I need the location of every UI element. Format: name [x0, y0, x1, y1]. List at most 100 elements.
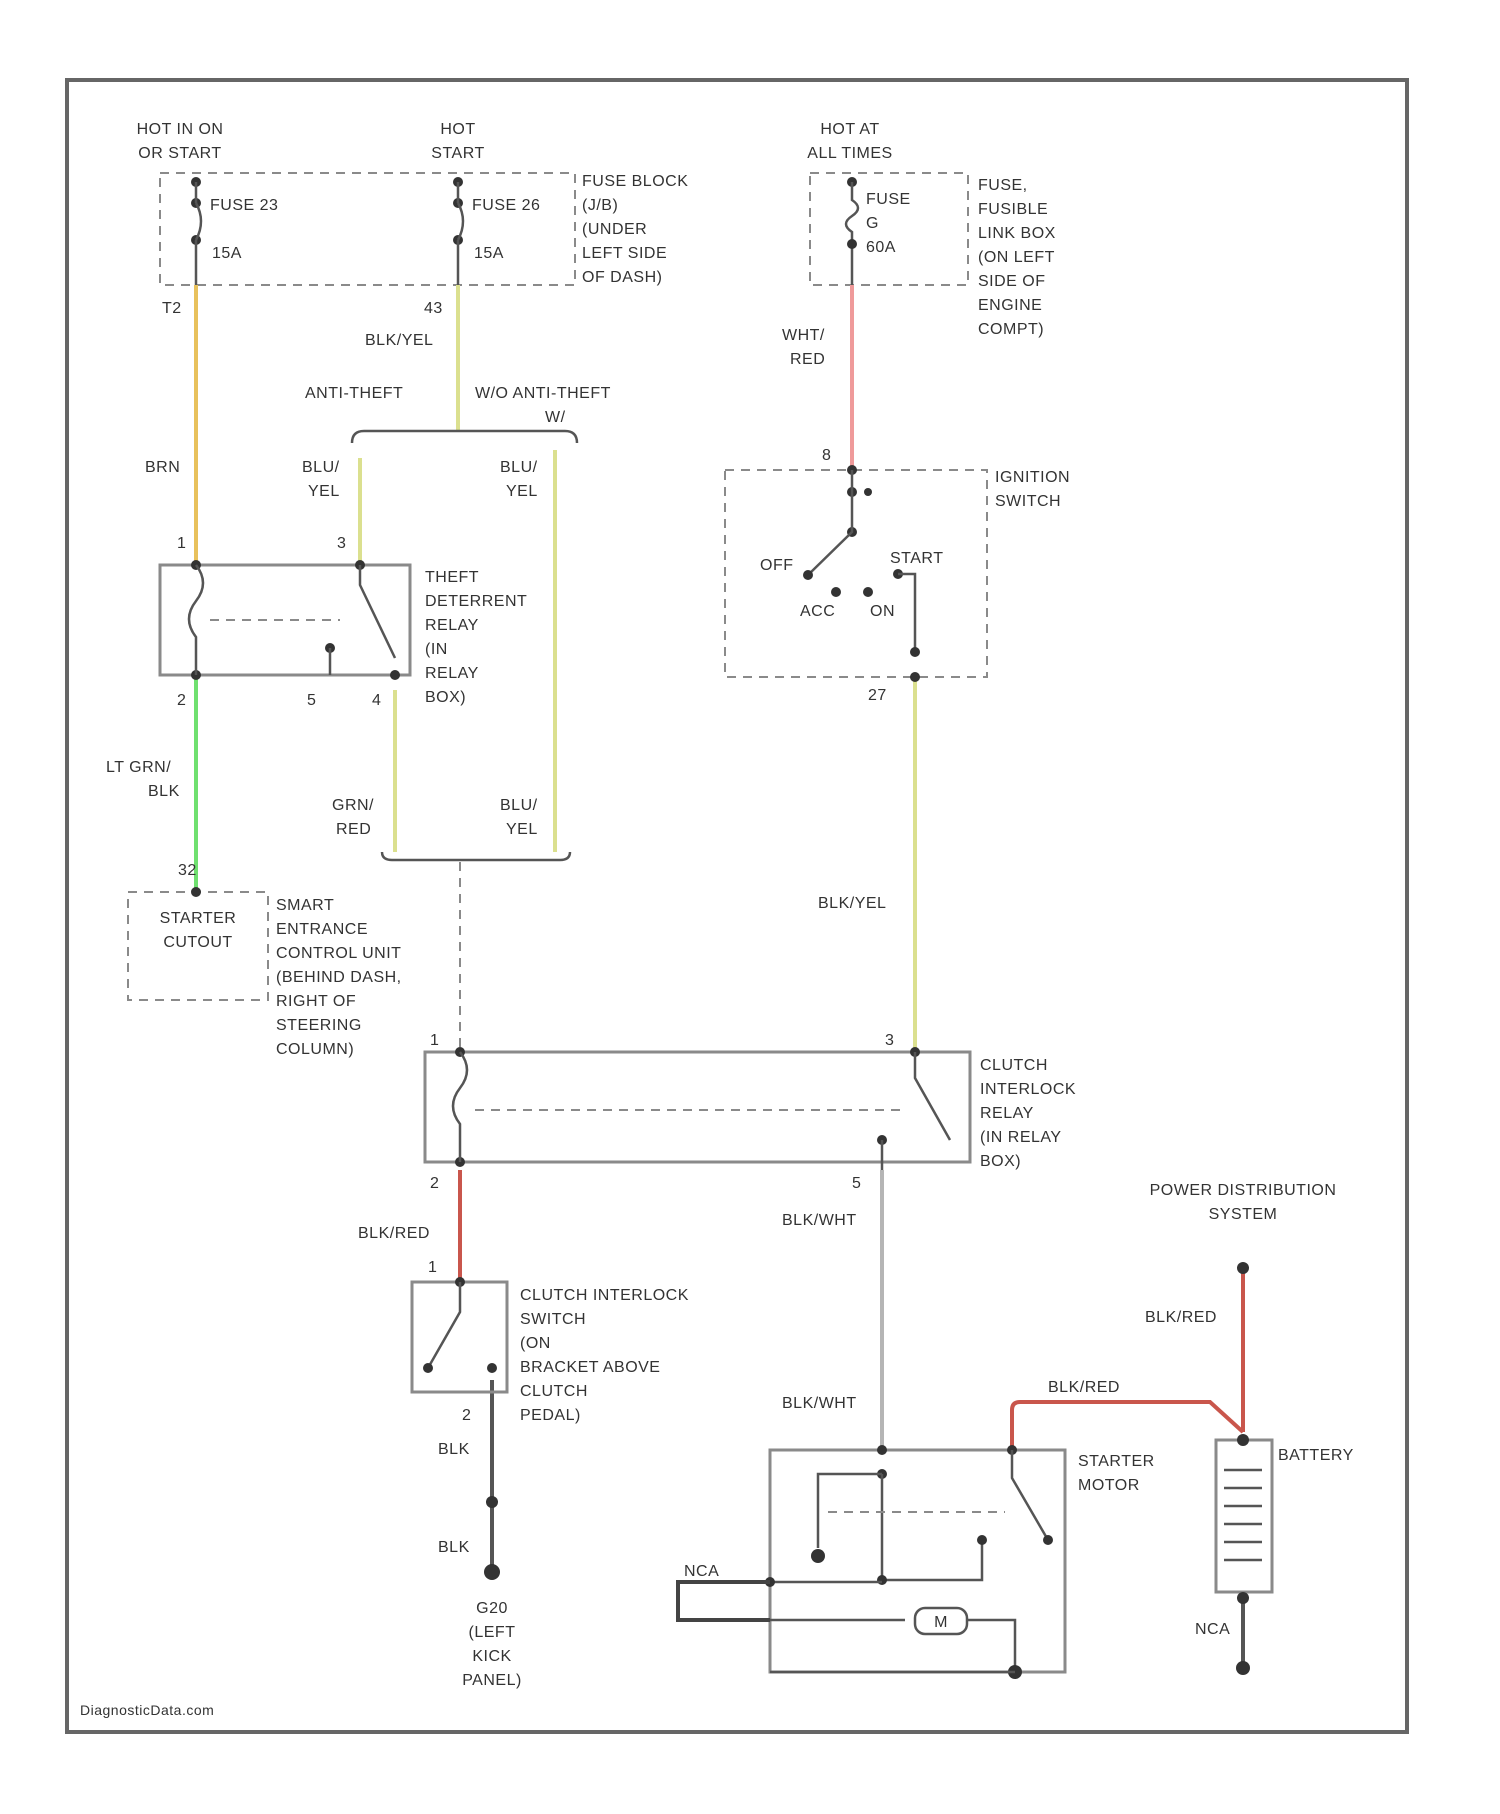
wire-label-lt-grn-blk: LT GRN/ BLK [106, 759, 180, 800]
power-label-hot-all-times: HOT AT ALL TIMES [807, 121, 892, 162]
power-label-hot-start: HOT START [431, 121, 484, 162]
svg-text:W/: W/ [545, 409, 566, 426]
svg-text:RED: RED [790, 351, 825, 368]
svg-text:ON: ON [870, 603, 895, 620]
svg-text:(LEFT: (LEFT [469, 1624, 516, 1641]
svg-text:COMPT): COMPT) [978, 321, 1044, 338]
svg-text:POWER DISTRIBUTION: POWER DISTRIBUTION [1150, 1182, 1337, 1199]
theft-relay-label: THEFT DETERRENT RELAY (IN RELAY BOX) [425, 569, 527, 706]
battery: BATTERY NCA [1195, 1434, 1354, 1675]
svg-text:G: G [866, 215, 879, 232]
svg-text:PANEL): PANEL) [462, 1672, 522, 1689]
svg-text:RIGHT OF: RIGHT OF [276, 993, 356, 1010]
svg-text:FUSE 23: FUSE 23 [210, 197, 278, 214]
svg-text:HOT IN ON: HOT IN ON [137, 121, 224, 138]
svg-text:5: 5 [307, 692, 316, 709]
svg-text:(ON: (ON [520, 1335, 551, 1352]
svg-text:COLUMN): COLUMN) [276, 1041, 354, 1058]
svg-text:(IN RELAY: (IN RELAY [980, 1129, 1062, 1146]
svg-text:FUSIBLE: FUSIBLE [978, 201, 1048, 218]
svg-text:THEFT: THEFT [425, 569, 479, 586]
wire-label-blu-yel-a: BLU/ YEL [302, 459, 340, 500]
svg-text:FUSE 26: FUSE 26 [472, 197, 540, 214]
wire-label-brn: BRN [145, 459, 180, 476]
power-label-hot-run-start: HOT IN ON OR START [137, 121, 224, 162]
svg-text:27: 27 [868, 687, 887, 704]
svg-text:4: 4 [372, 692, 381, 709]
svg-text:ACC: ACC [800, 603, 835, 620]
svg-text:HOT: HOT [440, 121, 475, 138]
svg-text:NCA: NCA [684, 1563, 719, 1580]
power-distribution-system: POWER DISTRIBUTION SYSTEM [1150, 1182, 1337, 1274]
svg-text:SIDE OF: SIDE OF [978, 273, 1046, 290]
svg-text:CONTROL UNIT: CONTROL UNIT [276, 945, 401, 962]
svg-text:YEL: YEL [506, 483, 538, 500]
svg-text:T2: T2 [162, 300, 182, 317]
theft-deterrent-relay: 1 3 2 5 4 THEFT DETERRENT RELAY (IN RELA… [160, 535, 527, 709]
wire-label-blk-wht-1: BLK/WHT [782, 1212, 857, 1229]
svg-text:WHT/: WHT/ [782, 327, 825, 344]
svg-text:2: 2 [177, 692, 186, 709]
svg-text:RELAY: RELAY [425, 617, 479, 634]
svg-text:HOT AT: HOT AT [820, 121, 879, 138]
svg-text:BLU/: BLU/ [500, 459, 538, 476]
svg-text:OF DASH): OF DASH) [582, 269, 662, 286]
svg-text:1: 1 [177, 535, 186, 552]
svg-text:43: 43 [424, 300, 443, 317]
svg-text:RELAY: RELAY [425, 665, 479, 682]
svg-text:LT GRN/: LT GRN/ [106, 759, 171, 776]
clutch-interlock-switch: 1 2 CLUTCH INTERLOCK SWITCH (ON BRACKET … [412, 1259, 689, 1424]
svg-text:GRN/: GRN/ [332, 797, 374, 814]
wire-label-blk-wht-2: BLK/WHT [782, 1395, 857, 1412]
svg-text:BLK: BLK [148, 783, 180, 800]
svg-text:BOX): BOX) [425, 689, 466, 706]
svg-text:BATTERY: BATTERY [1278, 1447, 1354, 1464]
svg-text:LEFT SIDE: LEFT SIDE [582, 245, 667, 262]
svg-text:3: 3 [885, 1032, 894, 1049]
svg-text:3: 3 [337, 535, 346, 552]
splice-anti-theft [352, 431, 577, 443]
svg-text:1: 1 [428, 1259, 437, 1276]
svg-text:(ON LEFT: (ON LEFT [978, 249, 1055, 266]
wire-label-blk-red-1: BLK/RED [358, 1225, 430, 1242]
svg-text:YEL: YEL [506, 821, 538, 838]
wire-label-wht-red: WHT/ RED [782, 327, 825, 368]
svg-text:NCA: NCA [1195, 1621, 1230, 1638]
svg-text:START: START [431, 145, 484, 162]
svg-text:SWITCH: SWITCH [520, 1311, 586, 1328]
svg-text:SMART: SMART [276, 897, 334, 914]
svg-text:STARTER: STARTER [160, 910, 237, 927]
svg-text:15A: 15A [474, 245, 504, 262]
svg-text:FUSE,: FUSE, [978, 177, 1028, 194]
wire-label-blu-yel-b: BLU/ YEL [500, 459, 538, 500]
svg-text:PEDAL): PEDAL) [520, 1407, 581, 1424]
svg-text:BRACKET ABOVE: BRACKET ABOVE [520, 1359, 660, 1376]
branch-label-without-anti-theft: W/O ANTI-THEFT W/ [475, 385, 611, 426]
fuse-block-label: FUSE BLOCK (J/B) (UNDER LEFT SIDE OF DAS… [582, 173, 688, 286]
svg-text:1: 1 [430, 1032, 439, 1049]
svg-text:32: 32 [178, 862, 197, 879]
svg-text:60A: 60A [866, 239, 896, 256]
svg-text:G20: G20 [476, 1600, 508, 1617]
diagram-frame [67, 80, 1407, 1732]
starter-motor: M STARTER MOTOR NCA [678, 1445, 1155, 1679]
svg-text:CUTOUT: CUTOUT [163, 934, 232, 951]
svg-text:SWITCH: SWITCH [995, 493, 1061, 510]
svg-text:SYSTEM: SYSTEM [1209, 1206, 1278, 1223]
wire-label-blk-yel: BLK/YEL [365, 332, 433, 349]
wire-label-blk-yel-2: BLK/YEL [818, 895, 886, 912]
wire-blk-red-starter [1012, 1402, 1243, 1450]
svg-text:ALL TIMES: ALL TIMES [807, 145, 892, 162]
starter-label: STARTER MOTOR [1078, 1453, 1155, 1494]
wire-label-blk-2: BLK [438, 1539, 470, 1556]
svg-text:8: 8 [822, 447, 831, 464]
svg-text:FUSE BLOCK: FUSE BLOCK [582, 173, 688, 190]
splice-relay-join [382, 852, 570, 860]
svg-text:W/O ANTI-THEFT: W/O ANTI-THEFT [475, 385, 611, 402]
svg-text:CLUTCH: CLUTCH [980, 1057, 1048, 1074]
clutch-switch-label: CLUTCH INTERLOCK SWITCH (ON BRACKET ABOV… [520, 1287, 689, 1424]
svg-text:(BEHIND DASH,: (BEHIND DASH, [276, 969, 402, 986]
svg-text:CLUTCH: CLUTCH [520, 1383, 588, 1400]
svg-text:IGNITION: IGNITION [995, 469, 1070, 486]
fuse-block: FUSE 23 15A FUSE 26 15A T2 43 FUSE BLOCK… [160, 173, 688, 317]
